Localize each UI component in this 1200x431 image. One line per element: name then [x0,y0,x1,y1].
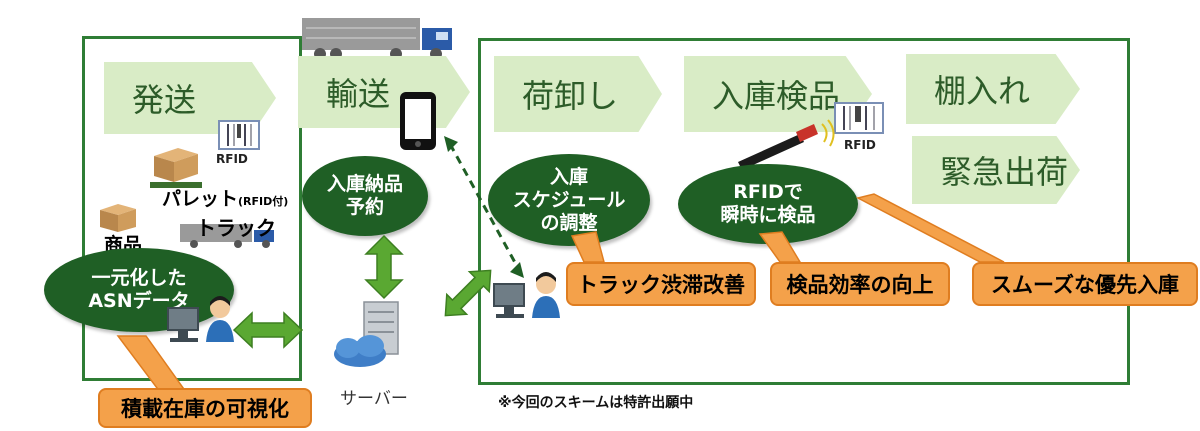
inspection-efficiency-callout: 検品効率の向上 [770,262,950,306]
asn-data-oval: 一元化した ASNデータ [44,248,234,332]
diagonal-double-arrow [444,269,492,317]
pallet-label: パレット(RFID付) [162,184,288,211]
schedule-line2: スケジュール [512,188,626,211]
vertical-double-arrow [364,234,404,300]
horizontal-double-arrow [232,311,304,349]
visibility-callout: 積載在庫の可視化 [98,388,312,428]
pallet-boxes-icon [150,148,202,188]
small-truck-icon [180,224,274,248]
rfid-tag-icon [218,120,260,150]
step-unloading: 荷卸し [494,56,662,132]
dashed-link-arrow [444,136,524,278]
rfid-tag-icon-right [834,102,884,134]
patent-footnote: ※今回のスキームは特許出願中 [498,395,694,411]
reservation-line1: 入庫納品 [326,173,403,195]
truck-illustration [302,18,452,60]
asn-line2: ASNデータ [88,290,190,312]
schedule-line1: 入庫 [549,165,588,188]
schedule-oval: 入庫 スケジュール の調整 [488,154,650,246]
reservation-line2: 予約 [345,196,384,218]
truck-label: トラック [196,216,276,240]
pallet-note: (RFID付) [238,195,289,208]
step-unloading-label: 荷卸し [522,77,619,115]
rfid-check-oval: RFIDで 瞬時に検品 [678,164,858,244]
step-shipping-label: 発送 [132,81,197,119]
step-shelving: 棚入れ [906,54,1080,124]
rfid-label-left: RFID [216,152,248,166]
pallet-text: パレット [162,188,239,210]
step-urgent-shipping-label: 緊急出荷 [940,153,1069,191]
rfid-check-line2: 瞬時に検品 [720,204,816,226]
product-box-icon [100,204,136,232]
server-label: サーバー [340,389,408,409]
truck-congestion-callout: トラック渋滞改善 [566,262,756,306]
step-transport-label: 輸送 [326,75,391,113]
step-urgent-shipping: 緊急出荷 [912,136,1080,204]
rfid-label-right: RFID [844,138,876,152]
asn-line1: 一元化した [91,267,187,289]
step-inspection-label: 入庫検品 [712,77,841,115]
priority-receiving-callout: スムーズな優先入庫 [972,262,1198,306]
operator-right-icon [493,272,560,318]
schedule-line3: の調整 [540,211,598,234]
rfid-check-line1: RFIDで [733,181,803,203]
smartphone-icon [400,92,436,150]
server-cloud-icon [334,301,399,367]
reservation-oval: 入庫納品 予約 [302,156,428,236]
step-transport: 輸送 [298,56,470,128]
operator-left-icon [167,296,234,342]
step-shelving-label: 棚入れ [934,72,1031,110]
rfid-reader-icon [738,119,835,173]
